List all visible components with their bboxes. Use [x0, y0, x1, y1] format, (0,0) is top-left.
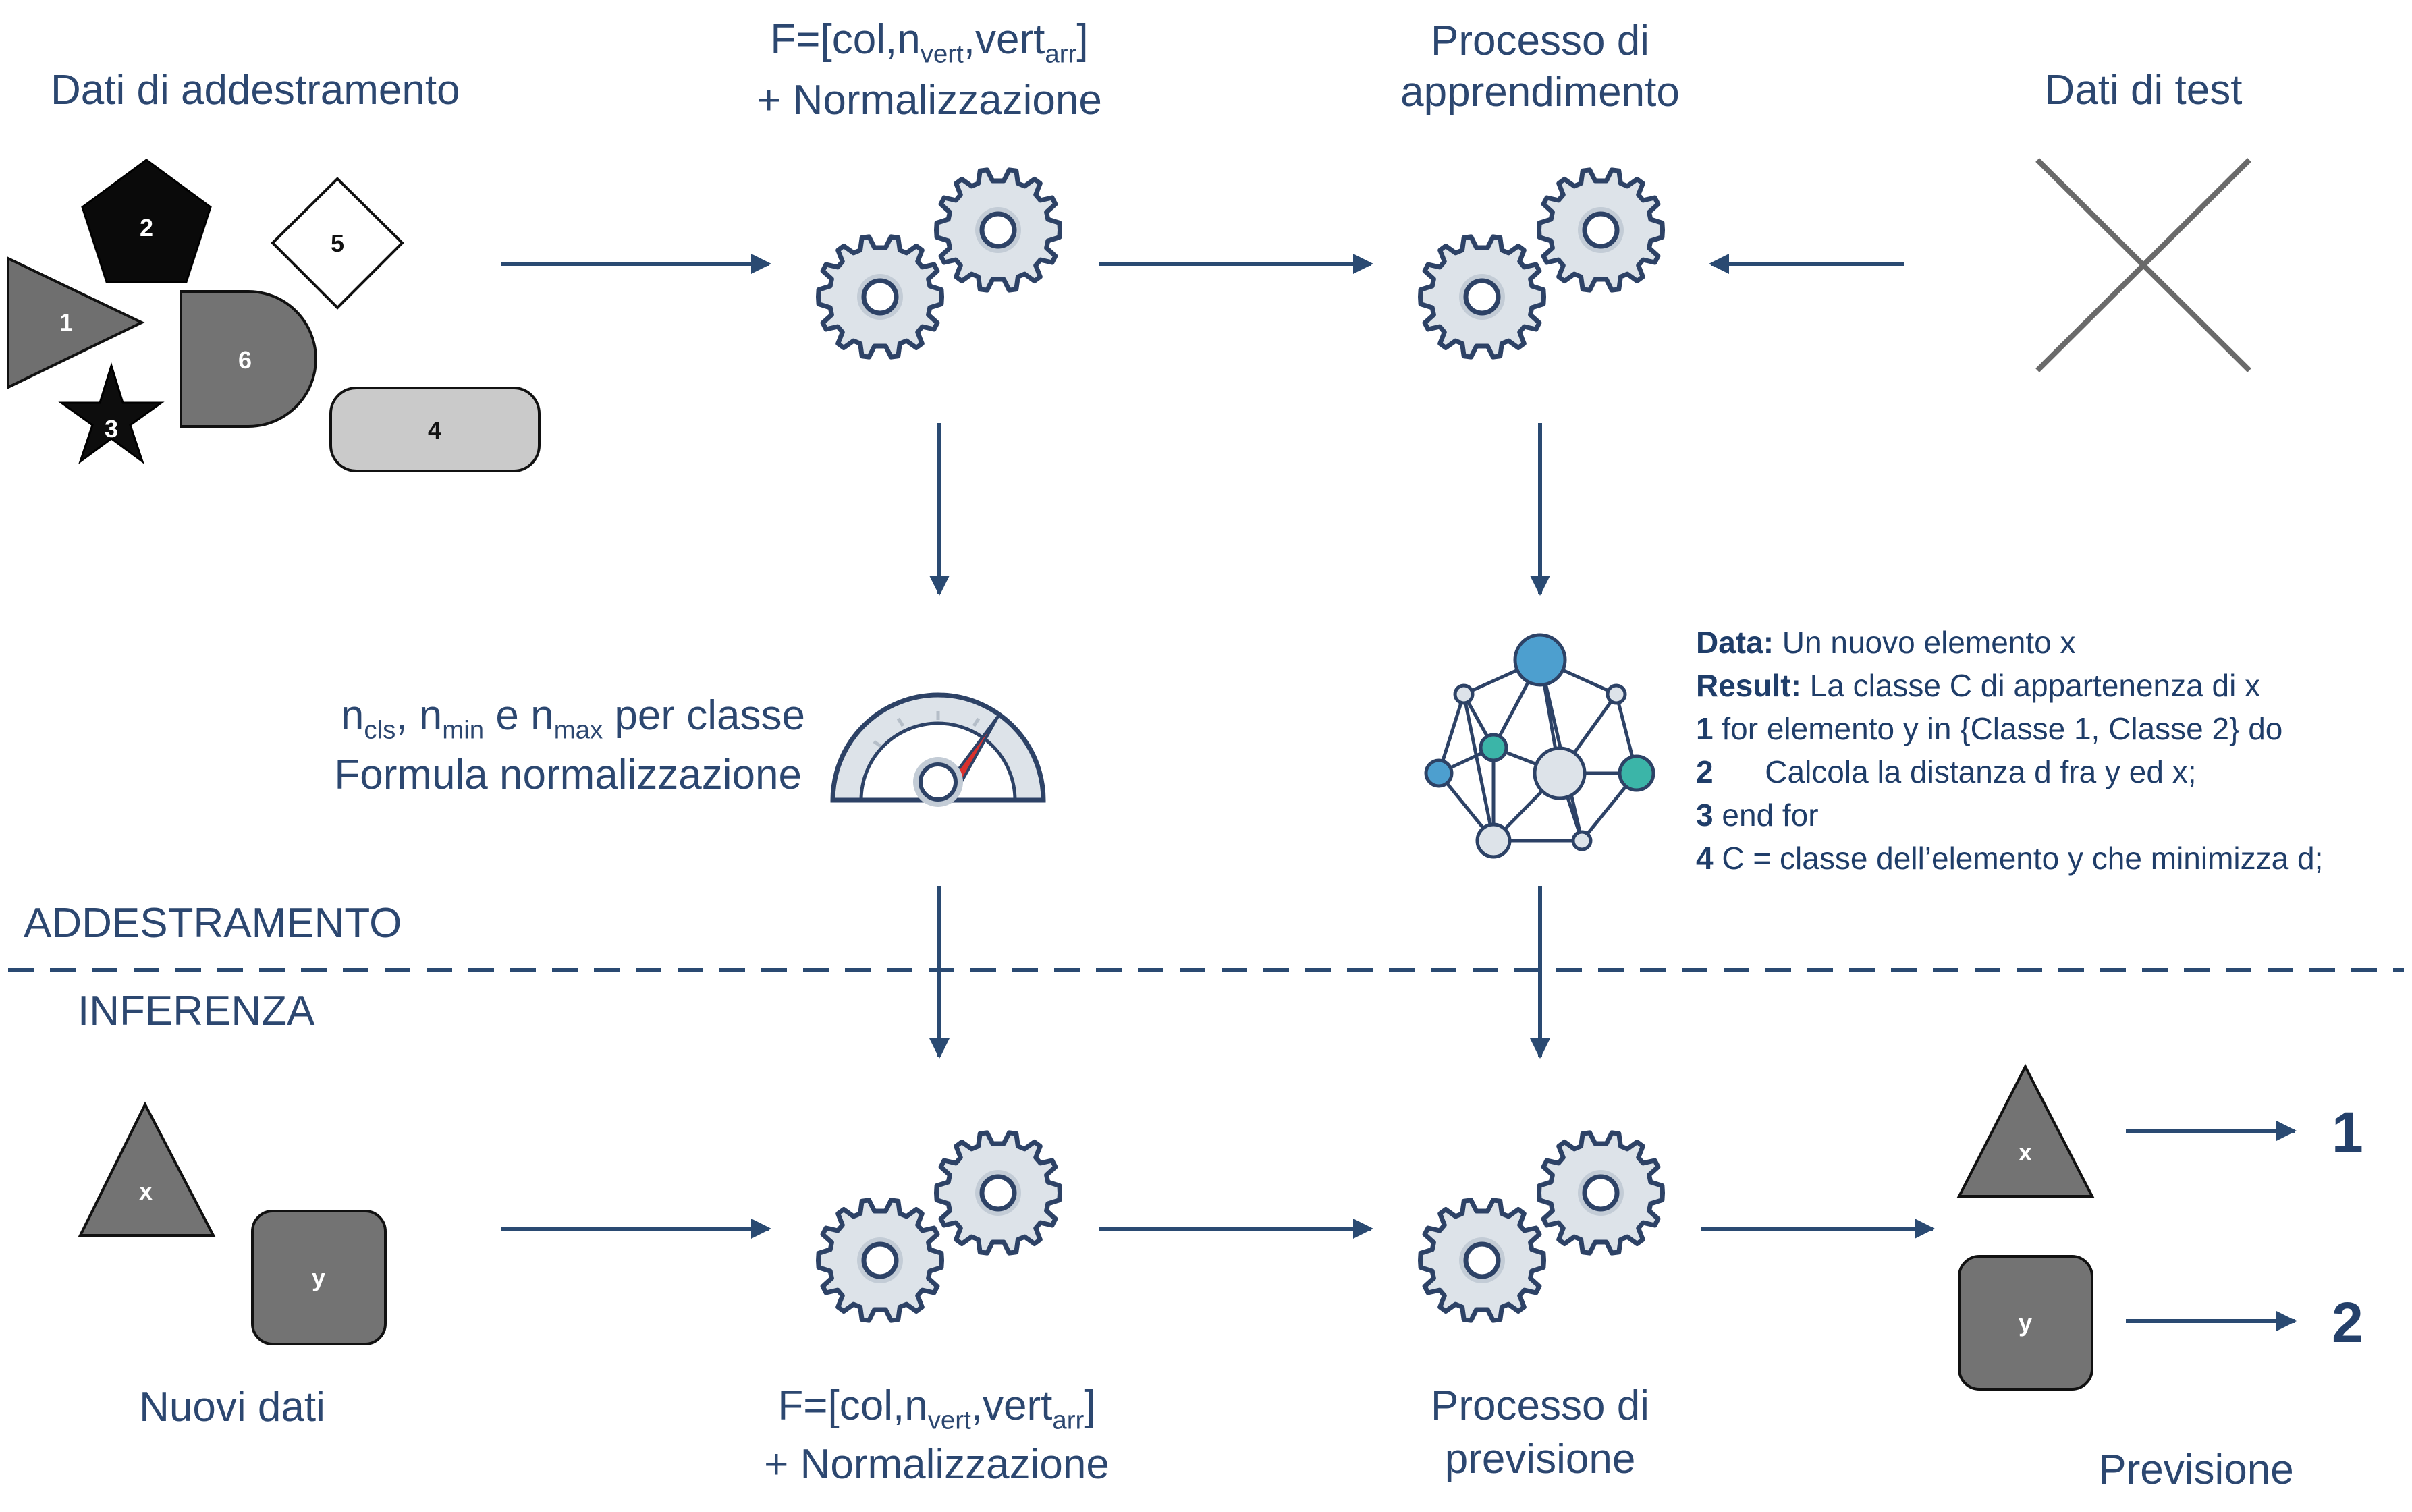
predicted-shapes: x y — [1956, 1063, 2095, 1391]
shape-label-2: 2 — [140, 214, 153, 242]
pred-label-y: y — [2019, 1309, 2032, 1337]
learning-process-label-2: apprendimento — [1400, 69, 1680, 115]
new-data-shapes: x y — [78, 1101, 387, 1345]
test-data-label: Dati di test — [2044, 67, 2243, 113]
features-bottom-label-2: + Normalizzazione — [764, 1441, 1109, 1488]
test-data-cross-icon — [2035, 158, 2251, 372]
features-top-label: F=[col,nvert,vertarr] — [770, 16, 1089, 69]
shape-star-3 — [58, 362, 165, 465]
normalization-formula-label: Formula normalizzazione — [334, 752, 802, 798]
new-data-label: Nuovi dati — [139, 1384, 325, 1430]
shape-label-6: 6 — [238, 346, 252, 374]
gauge-icon — [830, 692, 1046, 807]
shape-triangle-1 — [7, 256, 145, 390]
prediction-process-label-1: Processo di — [1431, 1382, 1649, 1429]
algorithm-block: Data: Un nuovo elemento x Result: La cla… — [1696, 621, 2323, 880]
algo-line-2: 2 Calcola la distanza d fra y ed x; — [1696, 754, 2197, 789]
gears-features-top — [819, 170, 1060, 357]
shape-d-6 — [180, 290, 317, 428]
algo-line-3: 3 end for — [1696, 797, 1819, 833]
pred-label-x: x — [2019, 1138, 2032, 1166]
training-data-label: Dati di addestramento — [51, 67, 460, 113]
gears-learning — [1421, 170, 1663, 357]
shape-label-y: y — [312, 1264, 325, 1291]
shape-label-5: 5 — [331, 229, 344, 257]
network-icon — [1424, 633, 1655, 859]
shape-label-3: 3 — [105, 415, 118, 443]
shape-diamond-5 — [271, 177, 404, 310]
algo-line-result: Result: La classe C di appartenenza di x — [1696, 668, 2261, 703]
gears-prediction — [1421, 1133, 1663, 1320]
shape-pred-triangle-x — [1956, 1063, 2095, 1198]
predicted-class-1: 1 — [2332, 1100, 2363, 1164]
inference-phase-label: INFERENZA — [78, 988, 315, 1034]
prevision-label: Previsione — [2098, 1447, 2294, 1493]
predicted-class-2: 2 — [2332, 1291, 2363, 1354]
shape-new-triangle-x — [78, 1101, 216, 1237]
features-top-label-2: + Normalizzazione — [757, 77, 1102, 123]
algo-line-1: 1 for elemento y in {Classe 1, Classe 2}… — [1696, 711, 2283, 746]
learning-process-label-1: Processo di — [1431, 18, 1649, 64]
shape-pred-square-y — [1958, 1255, 2093, 1391]
algo-line-4: 4 C = classe dell’elemento y che minimiz… — [1696, 841, 2324, 876]
shape-pentagon-2 — [81, 159, 212, 283]
gears-features-bottom — [819, 1133, 1060, 1320]
shape-label-4: 4 — [428, 416, 441, 444]
features-bottom-label: F=[col,nvert,vertarr] — [777, 1382, 1096, 1435]
shape-label-x: x — [139, 1177, 153, 1205]
normalization-params-label: ncls, nmin e nmax per classe — [340, 692, 805, 745]
shape-rounded-rect-4 — [329, 387, 541, 472]
prediction-process-label-2: previsione — [1444, 1436, 1636, 1482]
algo-line-data: Data: Un nuovo elemento x — [1696, 625, 2076, 660]
training-shapes: 1 2 3 4 5 6 — [7, 159, 541, 472]
shape-label-1: 1 — [59, 308, 73, 336]
shape-new-square-y — [251, 1210, 387, 1345]
flow-arrows — [501, 254, 2297, 1331]
training-phase-label: ADDESTRAMENTO — [24, 900, 402, 947]
